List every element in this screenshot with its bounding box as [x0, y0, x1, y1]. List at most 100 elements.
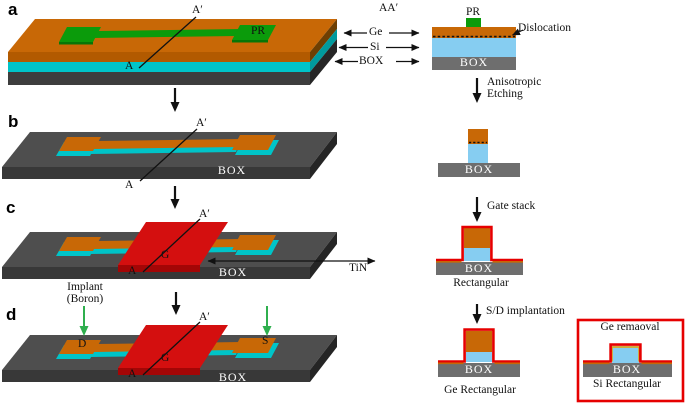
gate-label-d: G — [161, 352, 170, 364]
layer-label-box: BOX — [359, 55, 384, 67]
section-pr-label: PR — [465, 6, 481, 18]
cut-label-a-c: A — [128, 265, 137, 277]
panel-a-cross-section — [432, 18, 524, 70]
section-box-label-b: BOX — [464, 162, 494, 176]
inset-si-fin — [612, 346, 639, 363]
section-ge-layer — [432, 27, 516, 38]
gate-stack-outline — [436, 225, 523, 262]
box-front-face — [2, 167, 310, 179]
section-ge-fin — [464, 228, 490, 248]
gate-front-face — [118, 368, 200, 375]
section-box-bar — [438, 363, 520, 377]
panel-b-mesa — [56, 135, 279, 156]
section-box-label-a: BOX — [459, 55, 489, 69]
section-si-fin — [468, 144, 488, 163]
panel-c-cross-section — [436, 225, 523, 275]
source-label: S — [262, 335, 269, 347]
step-label-gate-stack: Gate stack — [487, 200, 536, 212]
box-side-face — [310, 335, 337, 382]
ge-removal-inset — [576, 318, 685, 403]
section-caption-ge-rectangular: Ge Rectangular — [444, 384, 516, 396]
panel-a-letter: a — [8, 0, 18, 19]
ge-mesa-right-pad — [232, 135, 276, 150]
layer-pointer-arrows — [334, 29, 420, 65]
dislocation-label: Dislocation — [518, 22, 572, 34]
section-box-label-c: BOX — [464, 261, 494, 275]
box-side-face — [310, 39, 337, 85]
panel-b-cross-section — [438, 129, 520, 177]
section-box-bar — [438, 163, 520, 177]
inset-caption-si-rectangular: Si Rectangular — [592, 378, 662, 390]
cut-label-a-prime-c: A′ — [199, 208, 210, 220]
slab-box-label-c: BOX — [218, 265, 248, 279]
panel-c-letter: c — [6, 198, 16, 217]
section-box-bar — [436, 262, 523, 275]
si-side-face — [310, 29, 337, 72]
layer-label-si: Si — [370, 41, 380, 53]
slab-box-label-b: BOX — [217, 163, 247, 177]
inset-highlight-border — [576, 318, 685, 403]
section-ge-fin — [468, 129, 488, 144]
gate-label-c: G — [161, 249, 170, 261]
ge-mesa-left-pad — [59, 137, 101, 151]
tin-label: TiN — [349, 262, 368, 274]
layer-label-ge: Ge — [369, 26, 383, 38]
step-label-etching: Etching — [487, 88, 523, 100]
cut-label-a-prime: A′ — [192, 4, 203, 16]
inset-box-label: BOX — [612, 362, 642, 376]
slab-box-label-d: BOX — [218, 370, 248, 384]
cut-label-a-prime-d: A′ — [199, 311, 210, 323]
step-label-sd-implantation: S/D implantation — [486, 305, 565, 317]
box-front-face — [2, 267, 310, 279]
pr-label: PR — [251, 25, 266, 37]
pr-bar — [93, 29, 241, 38]
drain-label: D — [78, 338, 87, 350]
section-si-fin — [466, 352, 492, 362]
pr-left-pad-edge — [59, 42, 93, 45]
pr-right-pad-edge — [232, 40, 268, 43]
dislocation-leader-arrow — [512, 28, 524, 36]
section-si-fin — [464, 248, 490, 261]
box-front-face — [2, 370, 310, 382]
cut-label-a-d: A — [128, 368, 137, 380]
ge-mesa-right-pad — [232, 338, 276, 353]
pr-photoresist-pattern — [59, 25, 276, 45]
section-box-label-d: BOX — [464, 362, 494, 376]
cut-label-a-b: A — [125, 179, 134, 191]
panel-d-cross-section — [438, 328, 520, 377]
cut-line-b — [139, 128, 198, 182]
ge-mesa-left-pad — [59, 340, 101, 354]
panel-b-letter: b — [8, 112, 19, 131]
section-title-aa: AA′ — [379, 2, 399, 14]
pr-right-pad — [232, 25, 276, 40]
ge-mesa-right-pad — [232, 235, 276, 250]
panel-a-3d-stack — [8, 19, 337, 85]
ge-front-face — [8, 52, 310, 62]
implant-label-line2: (Boron) — [66, 293, 104, 305]
section-box-layer — [432, 57, 516, 70]
pr-left-pad — [59, 27, 101, 42]
ge-mesa-left-pad — [59, 237, 101, 251]
inset-title-ge-removal: Ge remaoval — [600, 321, 660, 333]
panel-b-3d-slab — [2, 132, 337, 179]
section-caption-rectangular: Rectangular — [453, 277, 509, 289]
box-front-face — [8, 72, 310, 85]
ge-mesa-bar — [93, 139, 241, 149]
ge-side-face — [310, 19, 337, 62]
gate-stack-outline — [438, 328, 520, 363]
implant-label-line1: Implant — [67, 281, 103, 293]
section-pr-block — [466, 18, 481, 27]
gate-front-face — [118, 265, 200, 272]
step-label-anisotropic: Anisotropic — [487, 76, 542, 88]
inset-gate-outline — [583, 343, 672, 363]
cut-line-d — [142, 321, 201, 376]
cut-label-a: A — [125, 60, 134, 72]
section-ge-fin — [466, 331, 492, 352]
cut-label-a-prime-b: A′ — [196, 117, 207, 129]
si-front-face — [8, 62, 310, 72]
cut-line-c — [142, 218, 201, 273]
section-si-layer — [432, 38, 516, 57]
inset-box-bar — [583, 363, 672, 377]
